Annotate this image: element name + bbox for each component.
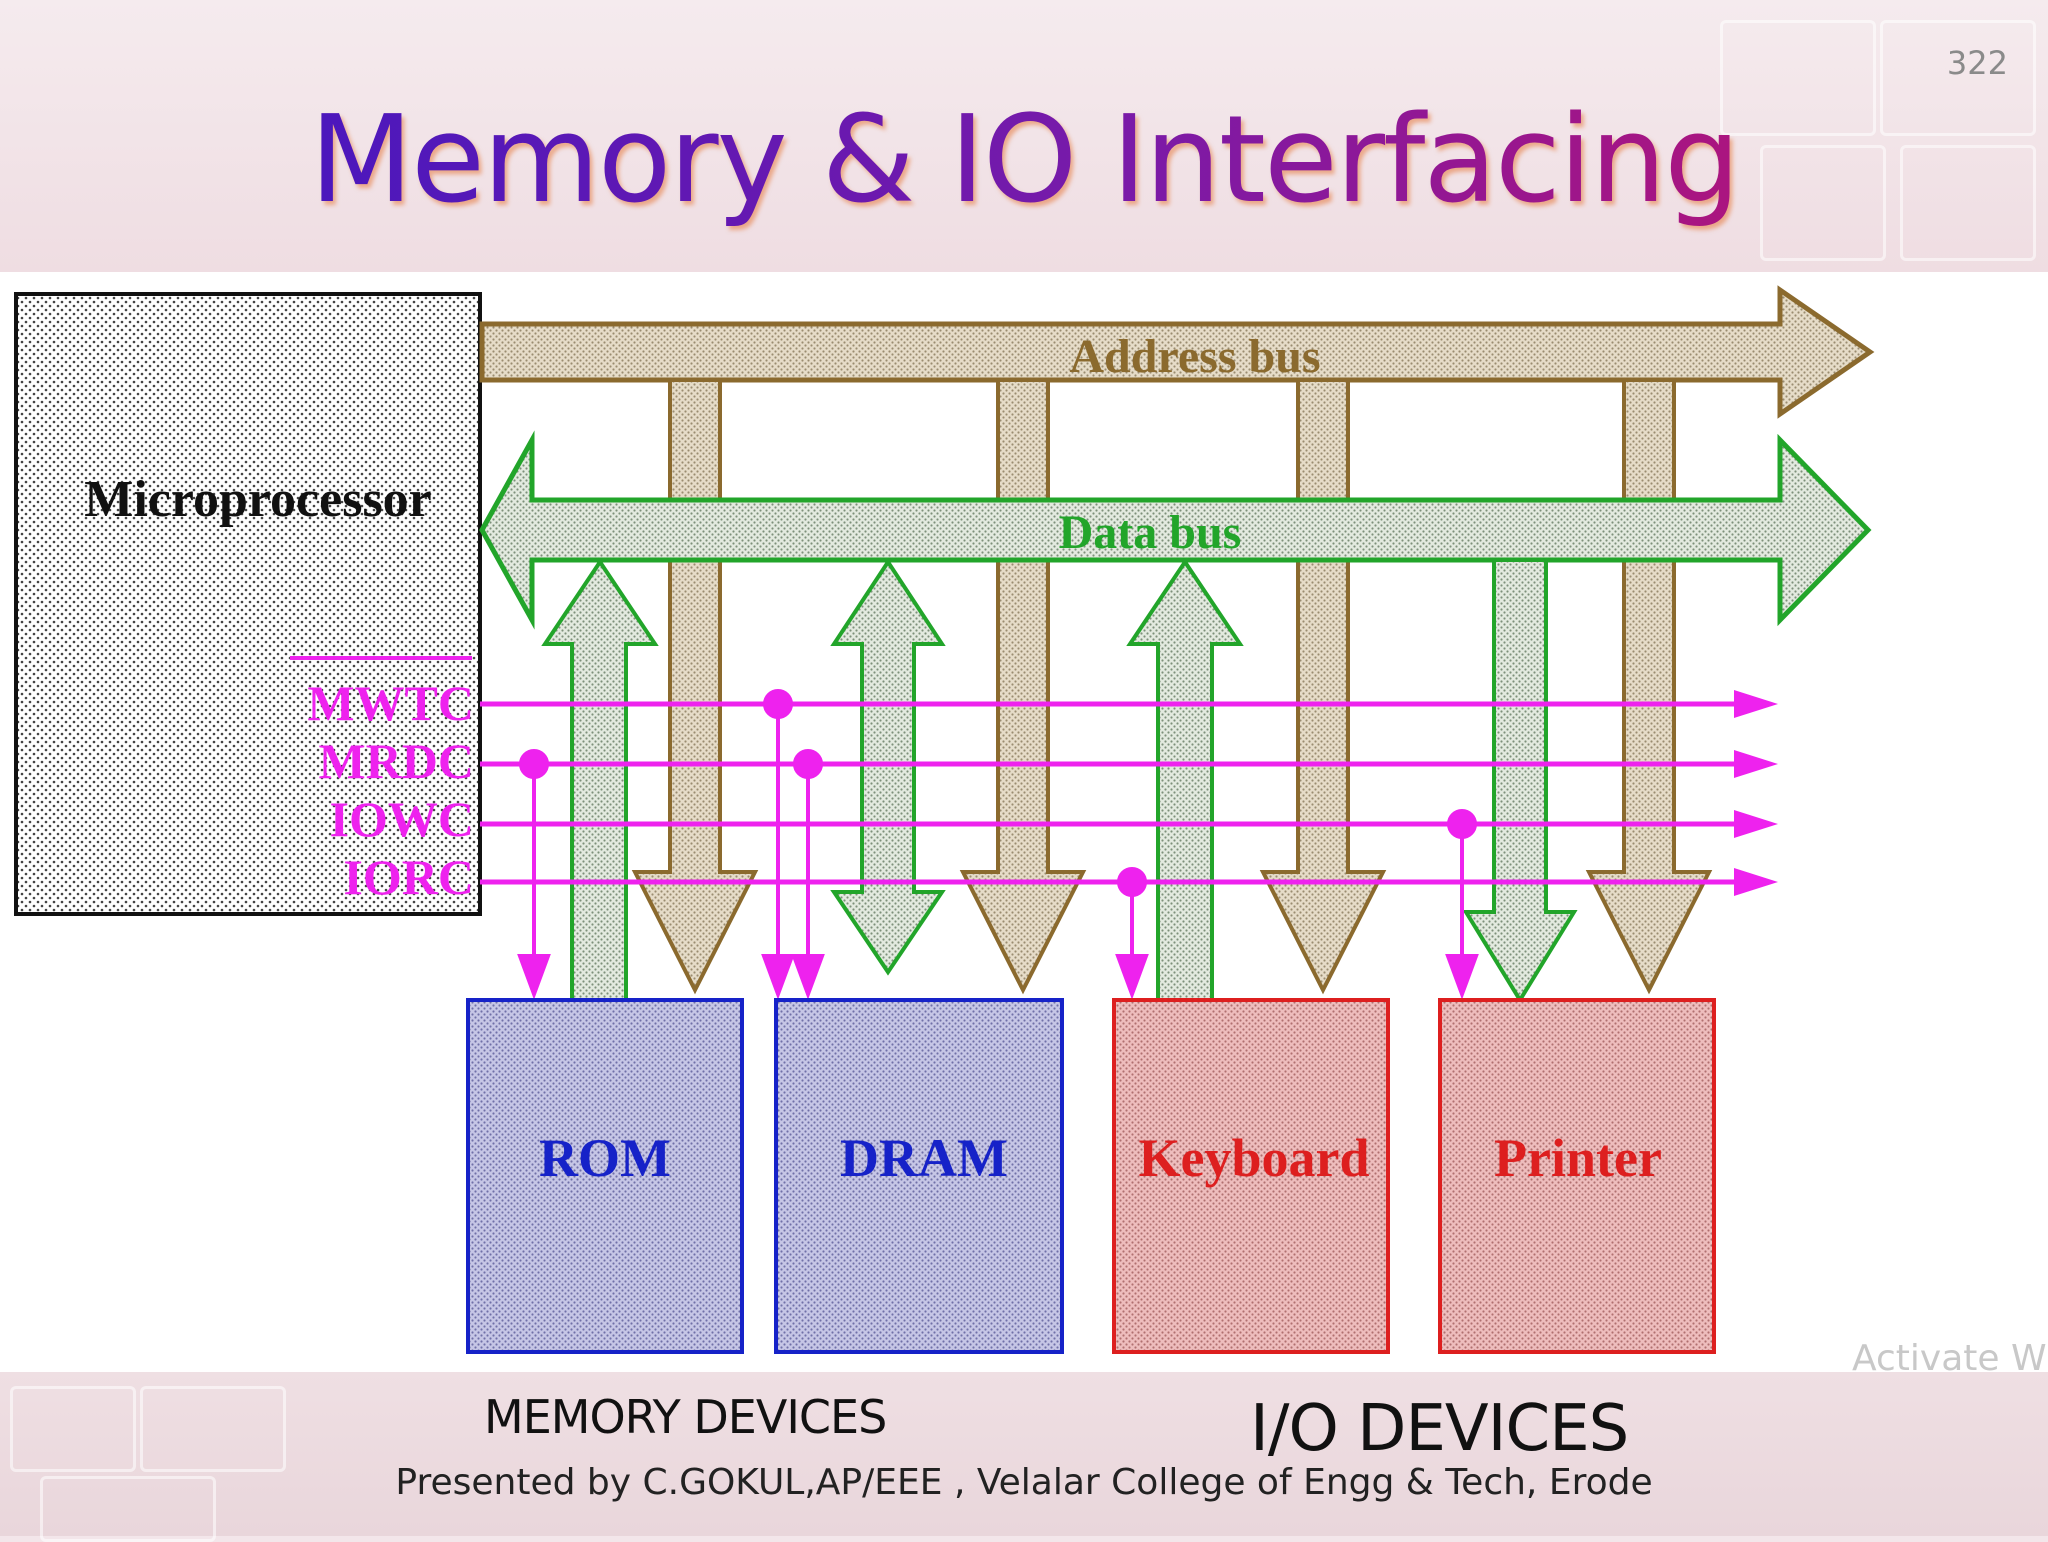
device-dram (774, 998, 1064, 1354)
footer-band (0, 1372, 2048, 1542)
address-drop-keyboard (1259, 378, 1387, 995)
data-link-printer (1462, 558, 1578, 1004)
decorative-tile (1720, 20, 1876, 136)
device-printer (1438, 998, 1716, 1354)
presenter-credit: Presented by C.GOKUL,AP/EEE , Velalar Co… (395, 1462, 1653, 1503)
control-lines (480, 701, 1740, 885)
header-band (0, 0, 2048, 272)
data-link-rom (541, 558, 659, 1002)
control-label-iorc: IORC (343, 849, 474, 905)
decorative-tile (10, 1386, 136, 1472)
decorative-tile (1880, 20, 2036, 136)
data-bus-arrow (479, 430, 1872, 630)
slide-number: 322 (1946, 44, 2008, 82)
address-bus-label: Address bus (1069, 330, 1320, 383)
data-link-keyboard (1126, 558, 1244, 1002)
decorative-tile (140, 1386, 286, 1472)
interfacing-diagram: Microprocessor Address bus Data bus MWTC… (14, 285, 1875, 1354)
memory-devices-caption: MEMORY DEVICES (484, 1390, 887, 1444)
data-bus-label: Data bus (1059, 506, 1242, 559)
microprocessor-label: Microprocessor (84, 471, 432, 528)
control-arrowheads (1734, 690, 1778, 896)
data-link-dram (830, 558, 946, 976)
device-label-keyboard: Keyboard (1138, 1128, 1369, 1188)
device-label-printer: Printer (1494, 1128, 1662, 1188)
device-rom (466, 998, 744, 1354)
address-drop-rom (631, 378, 759, 995)
device-label-dram: DRAM (840, 1128, 1008, 1188)
decorative-tile (1760, 145, 1886, 261)
decorative-tile (1900, 145, 2036, 261)
page-title: Memory & IO Interfacing (0, 86, 2048, 236)
control-label-mwtc: MWTC (307, 675, 474, 731)
device-label-rom: ROM (539, 1128, 671, 1188)
microprocessor-block (14, 292, 482, 916)
address-drop-printer (1585, 378, 1713, 995)
control-taps (517, 689, 1479, 1000)
activation-watermark: Activate Windows (1852, 1338, 2048, 1379)
address-drop-dram (959, 378, 1087, 995)
io-devices-caption: I/O DEVICES (1250, 1392, 1629, 1466)
device-keyboard (1112, 998, 1390, 1354)
control-label-mrdc: MRDC (318, 733, 474, 789)
control-label-iowc: IOWC (330, 791, 474, 847)
